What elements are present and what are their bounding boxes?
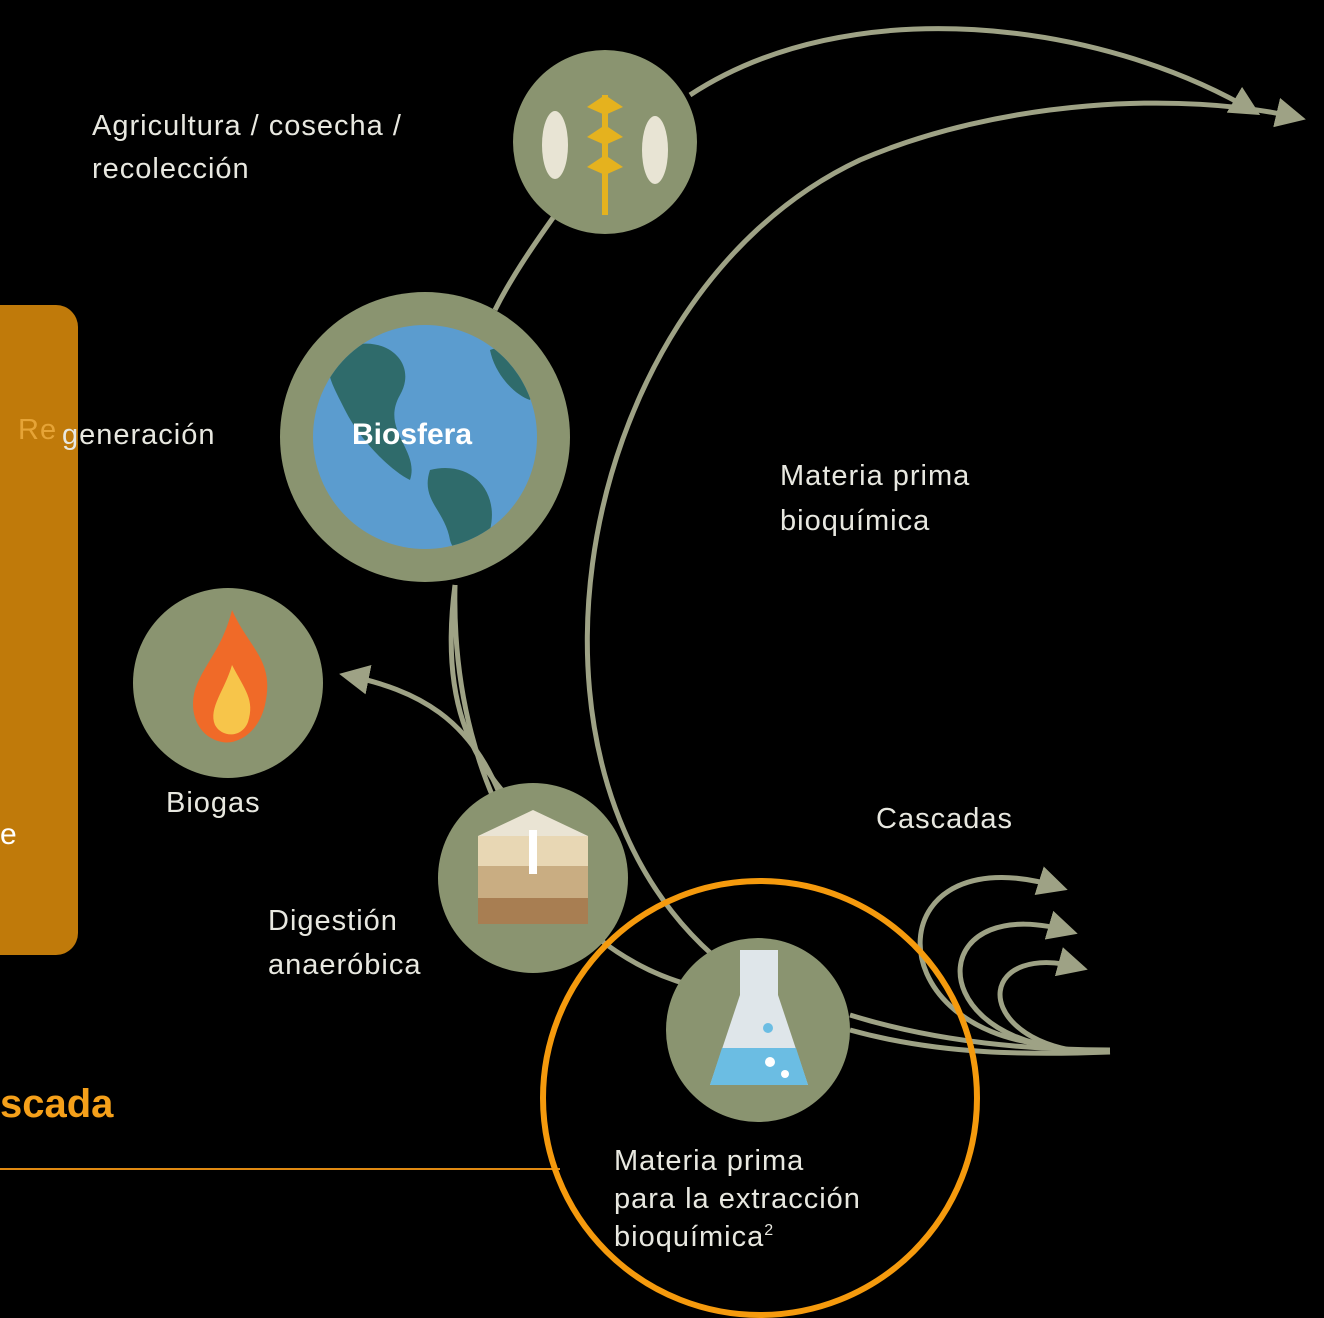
section-title-partial: scada (0, 1082, 114, 1126)
soil-layers-icon (478, 810, 588, 924)
node-digestion (438, 783, 628, 973)
cascade-loop-2 (957, 910, 1078, 1051)
cascade-loop-1 (917, 866, 1068, 1048)
regeneracion-label: generación (62, 419, 216, 451)
cascade-loop-3 (997, 947, 1088, 1053)
materia-bioquimica-line2: bioquímica (780, 505, 931, 537)
flame-icon (193, 610, 268, 743)
agricultura-label-line1: Agricultura / cosecha / (92, 110, 402, 142)
materia-bioquimica-line1: Materia prima (780, 460, 971, 492)
agricultura-label-line2: recolección (92, 153, 250, 185)
node-agricultura (513, 50, 697, 234)
flow-agri-biosfera (492, 213, 558, 312)
section-divider (0, 1168, 560, 1170)
biogas-label: Biogas (166, 787, 261, 819)
side-panel-partial-text: e (0, 818, 17, 851)
node-biosfera (280, 292, 570, 582)
digestion-label-line2: anaeróbica (268, 949, 422, 981)
regeneracion-partial: Re (18, 414, 58, 446)
side-panel (0, 305, 78, 955)
highlight-ring (540, 878, 980, 1318)
flow-agricultura-out (688, 26, 1261, 116)
digestion-label-line1: Digestión (268, 905, 398, 937)
wheat-fish-icon (542, 95, 668, 215)
biosfera-label: Biosfera (352, 418, 473, 451)
cascadas-label: Cascadas (876, 803, 1013, 835)
flow-digestion-biogas (339, 665, 503, 796)
node-biogas (133, 588, 323, 778)
flow-materia-bioquimica (584, 97, 1306, 993)
